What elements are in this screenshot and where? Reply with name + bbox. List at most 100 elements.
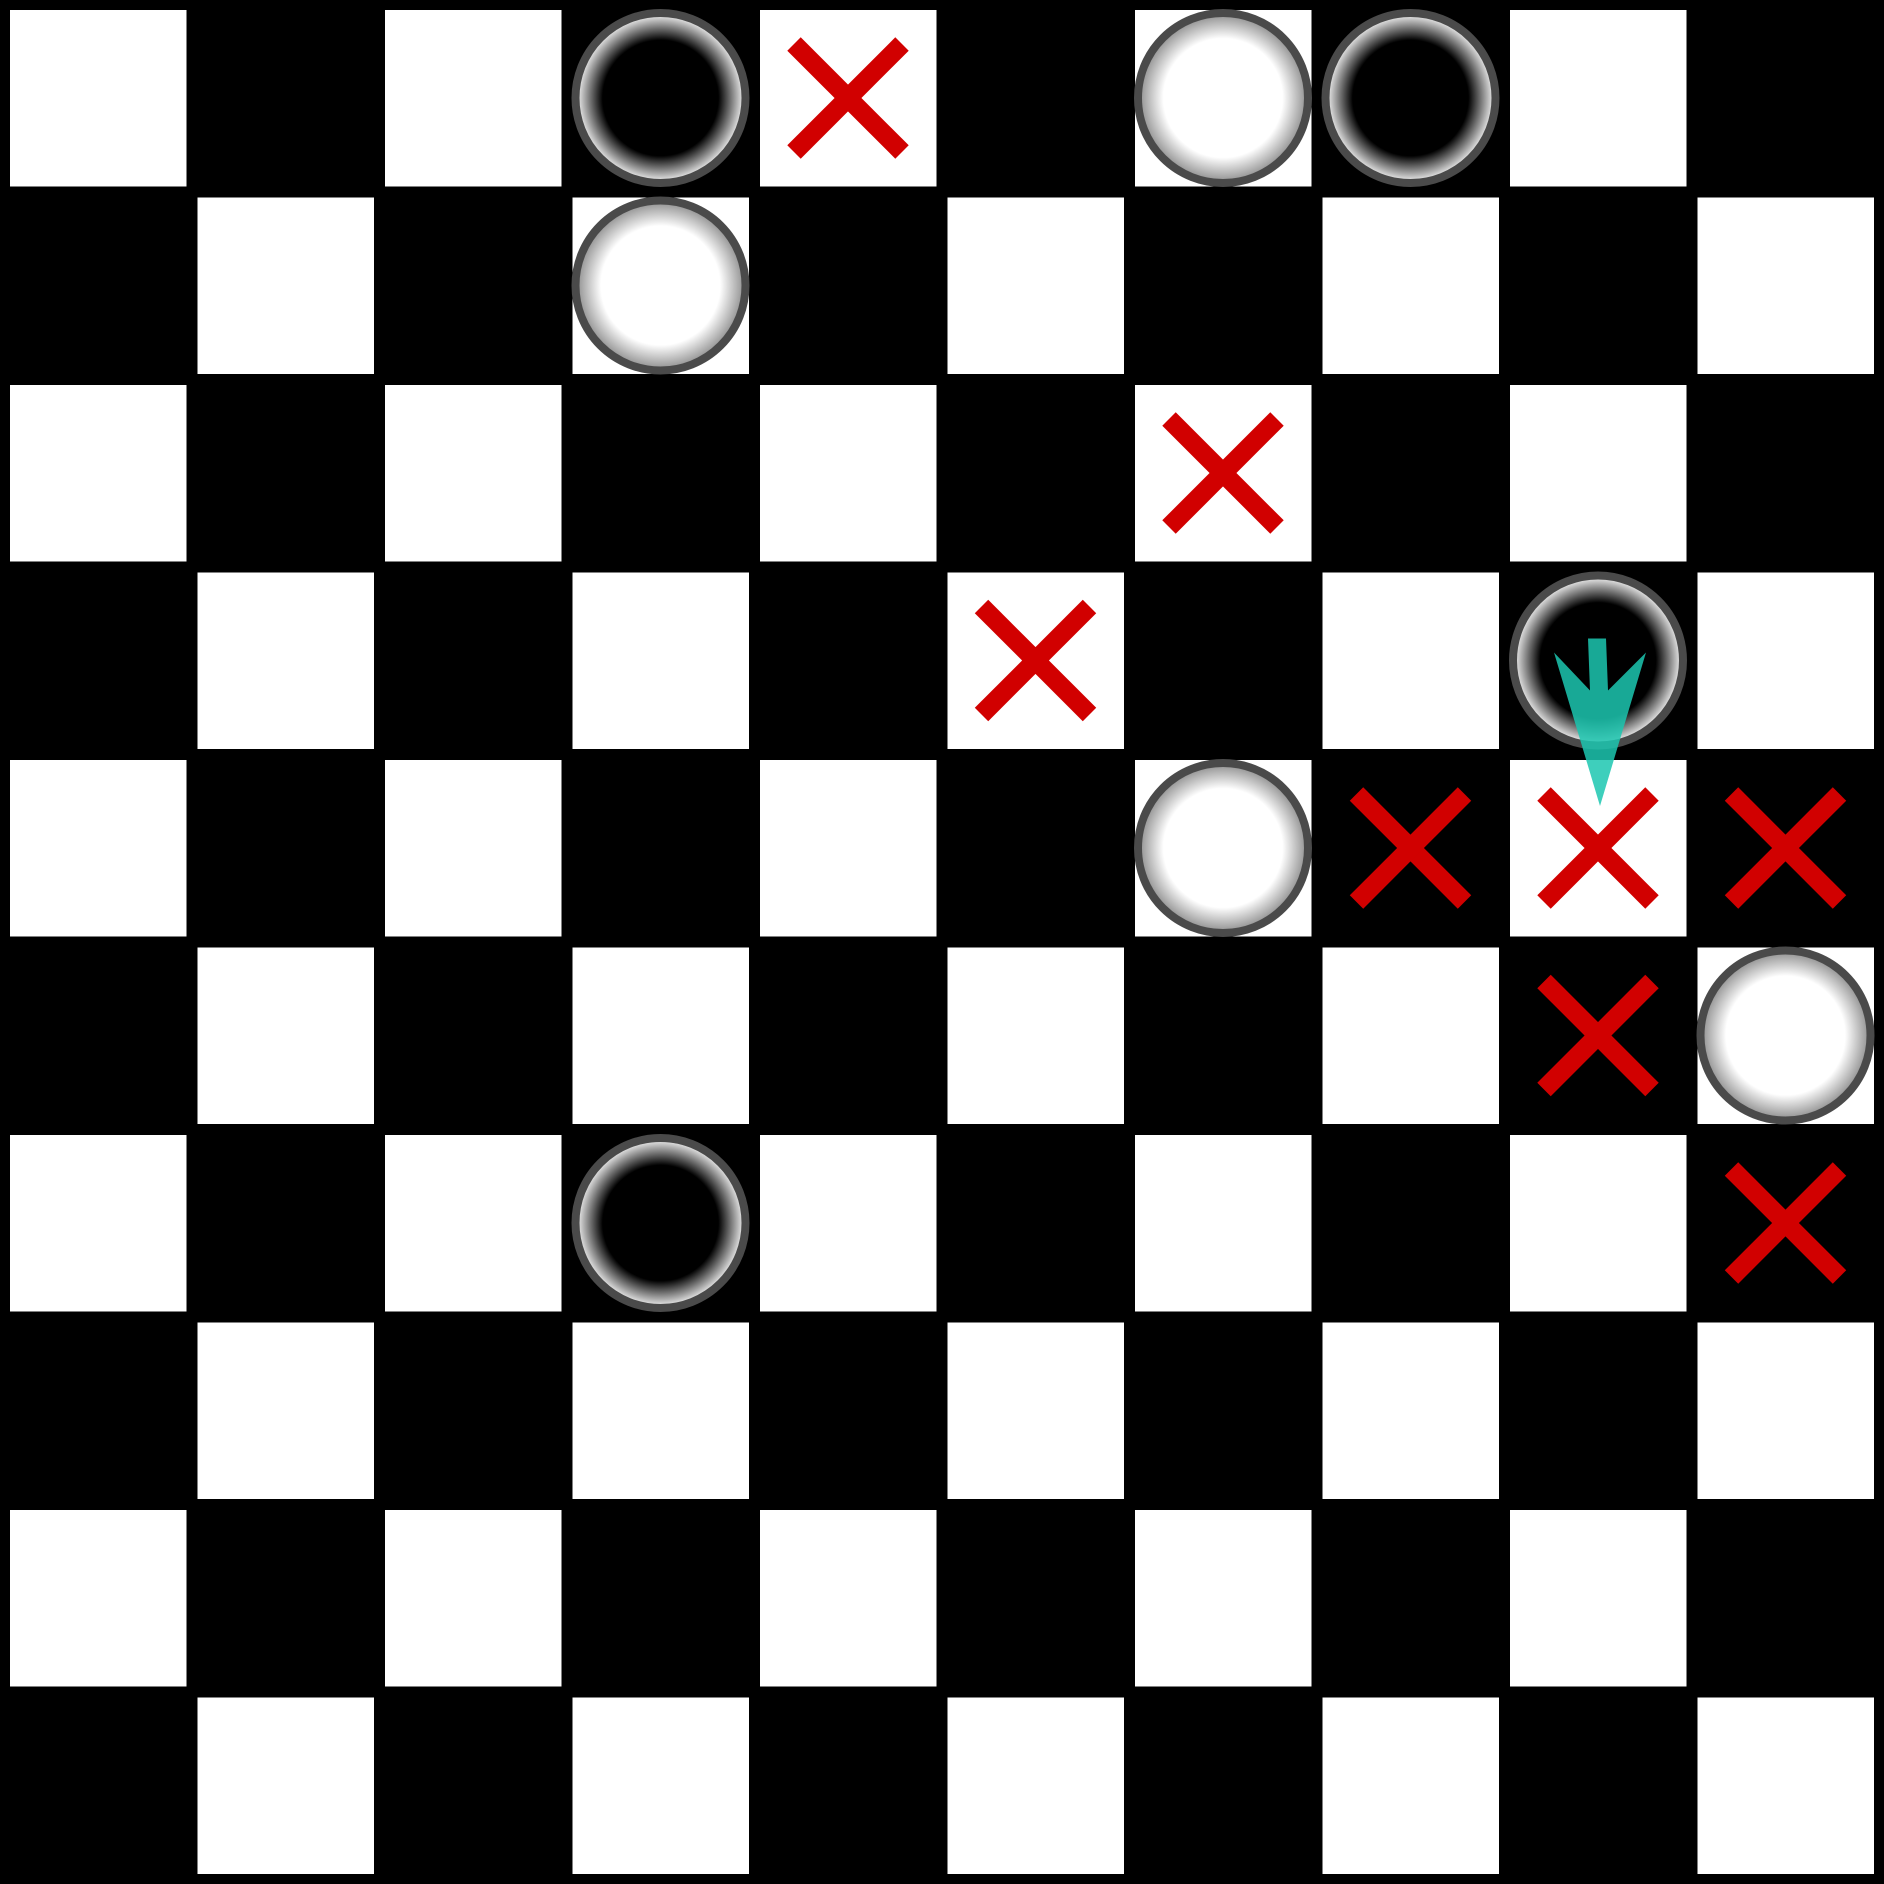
x-marker-icon[interactable]: [1349, 787, 1472, 909]
light-square-r7-c7[interactable]: [1322, 1322, 1500, 1500]
white-piece[interactable]: [1696, 946, 1875, 1125]
dark-square-r1-c2[interactable]: [385, 197, 562, 375]
white-piece[interactable]: [1134, 759, 1312, 937]
light-square-r5-c3[interactable]: [572, 947, 750, 1125]
dark-square-r9-c6[interactable]: [1135, 1697, 1312, 1875]
light-square-r3-c9[interactable]: [1697, 572, 1875, 750]
dark-square-r9-c8[interactable]: [1510, 1697, 1687, 1875]
dark-square-r7-c2[interactable]: [385, 1322, 562, 1500]
x-marker-icon[interactable]: [787, 37, 909, 159]
light-square-r4-c0[interactable]: [10, 760, 187, 937]
white-piece[interactable]: [1134, 9, 1312, 187]
dark-square-r5-c2[interactable]: [385, 947, 562, 1125]
dark-square-r9-c0[interactable]: [10, 1697, 187, 1875]
light-square-r3-c3[interactable]: [572, 572, 750, 750]
dark-square-r2-c7[interactable]: [1322, 385, 1500, 562]
light-square-r2-c8[interactable]: [1510, 385, 1687, 562]
light-square-r1-c5[interactable]: [947, 197, 1125, 375]
light-square-r9-c9[interactable]: [1697, 1697, 1875, 1875]
x-marker-icon[interactable]: [1537, 974, 1659, 1097]
dark-square-r6-c1[interactable]: [197, 1135, 375, 1312]
light-square-r7-c1[interactable]: [197, 1322, 375, 1500]
dark-square-r7-c0[interactable]: [10, 1322, 187, 1500]
light-square-r6-c8[interactable]: [1510, 1135, 1687, 1312]
light-square-r8-c6[interactable]: [1135, 1510, 1312, 1687]
dark-square-r4-c1[interactable]: [197, 760, 375, 937]
dark-square-r7-c8[interactable]: [1510, 1322, 1687, 1500]
dark-square-r0-c5[interactable]: [947, 10, 1125, 187]
dark-square-r1-c0[interactable]: [10, 197, 187, 375]
x-marker-icon[interactable]: [1162, 412, 1284, 534]
light-square-r8-c4[interactable]: [760, 1510, 937, 1687]
light-square-r7-c5[interactable]: [947, 1322, 1125, 1500]
light-square-r3-c1[interactable]: [197, 572, 375, 750]
dark-square-r9-c2[interactable]: [385, 1697, 562, 1875]
dark-square-r6-c7[interactable]: [1322, 1135, 1500, 1312]
dark-square-r7-c4[interactable]: [760, 1322, 937, 1500]
dark-square-r5-c6[interactable]: [1135, 947, 1312, 1125]
black-piece[interactable]: [1321, 9, 1500, 187]
light-square-r1-c7[interactable]: [1322, 197, 1500, 375]
dark-square-r7-c6[interactable]: [1135, 1322, 1312, 1500]
light-square-r9-c7[interactable]: [1322, 1697, 1500, 1875]
x-marker-icon[interactable]: [1537, 787, 1659, 909]
dark-square-r9-c4[interactable]: [760, 1697, 937, 1875]
light-square-r9-c5[interactable]: [947, 1697, 1125, 1875]
light-square-r9-c1[interactable]: [197, 1697, 375, 1875]
light-square-r5-c1[interactable]: [197, 947, 375, 1125]
light-square-r6-c2[interactable]: [385, 1135, 562, 1312]
x-marker-icon[interactable]: [1724, 787, 1847, 909]
light-square-r7-c3[interactable]: [572, 1322, 750, 1500]
light-square-r2-c4[interactable]: [760, 385, 937, 562]
light-square-r7-c9[interactable]: [1697, 1322, 1875, 1500]
light-square-r6-c0[interactable]: [10, 1135, 187, 1312]
dark-square-r8-c7[interactable]: [1322, 1510, 1500, 1687]
dark-square-r0-c9[interactable]: [1697, 10, 1875, 187]
dark-square-r2-c1[interactable]: [197, 385, 375, 562]
light-square-r1-c9[interactable]: [1697, 197, 1875, 375]
dark-square-r0-c1[interactable]: [197, 10, 375, 187]
dark-square-r3-c6[interactable]: [1135, 572, 1312, 750]
light-square-r8-c8[interactable]: [1510, 1510, 1687, 1687]
light-square-r8-c0[interactable]: [10, 1510, 187, 1687]
light-square-r6-c4[interactable]: [760, 1135, 937, 1312]
dark-square-r2-c3[interactable]: [572, 385, 750, 562]
dark-square-r3-c0[interactable]: [10, 572, 187, 750]
dark-square-r5-c0[interactable]: [10, 947, 187, 1125]
light-square-r5-c5[interactable]: [947, 947, 1125, 1125]
dark-square-r8-c5[interactable]: [947, 1510, 1125, 1687]
x-marker-icon[interactable]: [974, 599, 1097, 722]
light-square-r3-c7[interactable]: [1322, 572, 1500, 750]
light-square-r4-c4[interactable]: [760, 760, 937, 937]
white-piece[interactable]: [571, 196, 750, 375]
dark-square-r2-c5[interactable]: [947, 385, 1125, 562]
dark-square-r4-c3[interactable]: [572, 760, 750, 937]
light-square-r5-c7[interactable]: [1322, 947, 1500, 1125]
dark-square-r1-c6[interactable]: [1135, 197, 1312, 375]
dark-square-r3-c2[interactable]: [385, 572, 562, 750]
dark-square-r4-c5[interactable]: [947, 760, 1125, 937]
dark-square-r5-c4[interactable]: [760, 947, 937, 1125]
light-square-r0-c8[interactable]: [1510, 10, 1687, 187]
dark-square-r1-c4[interactable]: [760, 197, 937, 375]
dark-square-r2-c9[interactable]: [1697, 385, 1875, 562]
dark-square-r8-c9[interactable]: [1697, 1510, 1875, 1687]
x-marker-icon[interactable]: [1724, 1162, 1847, 1284]
dark-square-r3-c4[interactable]: [760, 572, 937, 750]
black-piece[interactable]: [571, 9, 750, 187]
dark-square-r8-c3[interactable]: [572, 1510, 750, 1687]
dark-square-r6-c5[interactable]: [947, 1135, 1125, 1312]
light-square-r2-c0[interactable]: [10, 385, 187, 562]
light-square-r4-c2[interactable]: [385, 760, 562, 937]
black-piece[interactable]: [571, 1134, 750, 1312]
light-square-r0-c2[interactable]: [385, 10, 562, 187]
light-square-r6-c6[interactable]: [1135, 1135, 1312, 1312]
dark-square-r1-c8[interactable]: [1510, 197, 1687, 375]
light-square-r9-c3[interactable]: [572, 1697, 750, 1875]
light-square-r0-c0[interactable]: [10, 10, 187, 187]
light-square-r2-c2[interactable]: [385, 385, 562, 562]
x-marker-stroke: [1537, 787, 1659, 909]
dark-square-r8-c1[interactable]: [197, 1510, 375, 1687]
light-square-r1-c1[interactable]: [197, 197, 375, 375]
light-square-r8-c2[interactable]: [385, 1510, 562, 1687]
